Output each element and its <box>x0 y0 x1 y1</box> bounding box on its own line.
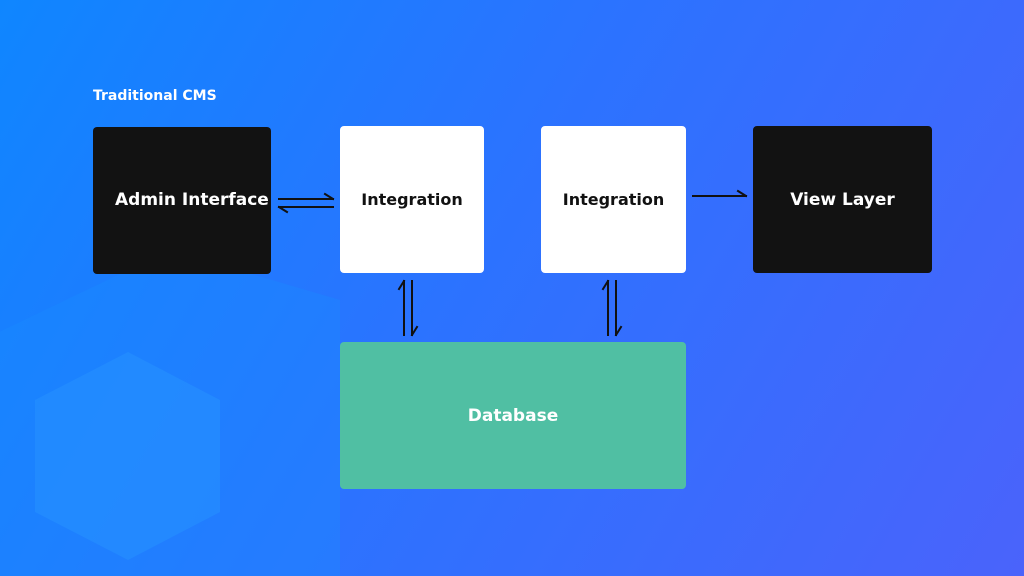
admin-interface-label: Admin Interface <box>115 190 269 210</box>
integration-box-right: Integration <box>541 126 686 273</box>
view-layer-box: View Layer <box>753 126 932 273</box>
database-box: Database <box>340 342 686 489</box>
integration-box-left: Integration <box>340 126 484 273</box>
integration-left-label: Integration <box>361 190 463 209</box>
integration-right-label: Integration <box>562 190 665 209</box>
view-layer-label: View Layer <box>790 189 895 210</box>
admin-interface-box: Admin Interface <box>93 127 271 274</box>
database-label: Database <box>467 405 559 426</box>
diagram-title: Traditional CMS <box>93 88 217 104</box>
background-hexagon-inner <box>35 352 220 560</box>
